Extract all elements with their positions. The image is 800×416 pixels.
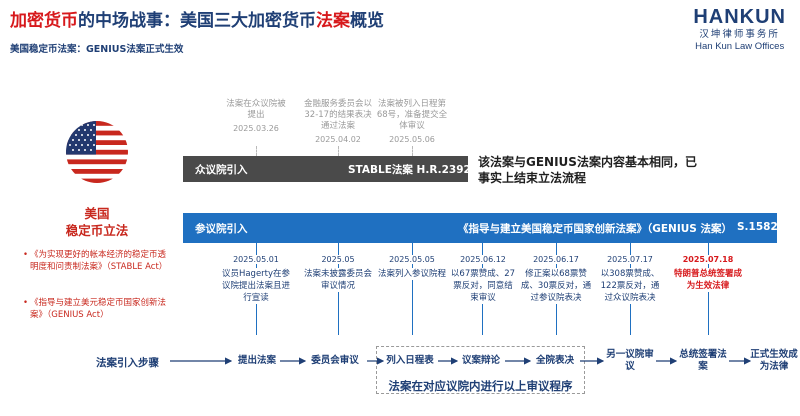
step-effective: 正式生效成为法律 xyxy=(750,349,798,372)
logo-chinese-name: 汉坤律师事务所 xyxy=(699,29,780,40)
senate-event-text: 特朗普总统签署成为生效法律 xyxy=(674,268,743,292)
step-propose: 提出法案 xyxy=(237,355,276,366)
logo-wordmark: HANKUN xyxy=(693,6,786,28)
bullet-icon: • xyxy=(23,298,29,308)
senate-band-number: S.1582 xyxy=(737,221,778,233)
senate-event-date: 2025.05.05 xyxy=(377,255,447,264)
senate-event-date: 2025.07.18 xyxy=(674,255,742,264)
connector-line xyxy=(256,146,257,156)
house-event-date: 2025.03.26 xyxy=(233,124,279,133)
house-band-bill: STABLE法案 H.R.2392 xyxy=(348,164,471,176)
firm-logo: HANKUN 汉坤律师事务所 Han Kun Law Offices xyxy=(693,6,786,53)
house-event-1: 法案在众议院被提出 2025.03.26 xyxy=(226,99,286,133)
senate-event-text: 以308票赞成、122票反对，通过众议院表决 xyxy=(598,268,662,304)
process-title: 法案引入步骤 xyxy=(96,357,159,369)
step-debate: 议案辩论 xyxy=(461,355,500,366)
page-title: 加密货币的中场战事：美国三大加密货币法案概览 xyxy=(10,11,384,31)
logo-english-name: Han Kun Law Offices xyxy=(695,41,785,52)
senate-event-text: 以67票赞成、27票反对，同意结束审议 xyxy=(450,268,516,304)
step-committee: 委员会审议 xyxy=(311,355,359,366)
senate-event-text: 法案未披露委员会审议情况 xyxy=(302,268,374,292)
left-panel-title: 美国 稳定币立法 xyxy=(40,205,154,239)
senate-event-date: 2025.05 xyxy=(302,255,374,264)
house-event-date: 2025.05.06 xyxy=(389,135,435,144)
house-event-2: 金融服务委员会以32-17的结果表决通过法案 2025.04.02 xyxy=(301,99,375,145)
stable-act-note: 该法案与GENIUS法案内容基本相同，已事实上结束立法流程 xyxy=(478,155,697,185)
review-procedure-box xyxy=(376,346,585,394)
house-event-3: 法案被列入日程第68号，准备提交全体审议 2025.05.06 xyxy=(376,99,448,144)
country-label: 美国 xyxy=(84,206,110,221)
house-event-date: 2025.04.02 xyxy=(315,135,361,144)
bill-item-stable: • 《为实现更好的帐本经济的稳定币透明度和问责制法案》（STABLE Act） xyxy=(23,250,168,272)
connector-line xyxy=(412,146,413,156)
senate-band-label: 参议院引入 xyxy=(195,223,248,235)
us-flag-icon xyxy=(66,121,128,183)
topic-label: 稳定币立法 xyxy=(65,223,129,238)
senate-event-text: 议员Hagerty在参议院提出法案且进行宣读 xyxy=(219,268,293,304)
senate-band xyxy=(183,213,777,243)
step-president-sign: 总统签署法案 xyxy=(679,349,727,372)
senate-event-text: 法案列入参议院程 xyxy=(377,268,447,280)
senate-event-date: 2025.05.01 xyxy=(219,255,293,264)
step-floor-vote: 全院表决 xyxy=(535,355,574,366)
review-procedure-caption: 法案在对应议院内进行以上审议程序 xyxy=(388,379,573,393)
timeline-connector xyxy=(412,243,413,335)
step-other-chamber: 另一议院审议 xyxy=(606,349,654,372)
bill-item-genius: • 《指导与建立美元稳定币国家创新法案》（GENIUS Act） xyxy=(23,298,167,320)
connector-line xyxy=(338,146,339,156)
senate-band-bill: 《指导与建立美国稳定币国家创新法案》（GENIUS 法案） xyxy=(458,223,732,235)
bullet-icon: • xyxy=(23,250,29,260)
house-band xyxy=(183,156,468,182)
page-subtitle: 美国稳定币法案：GENIUS法案正式生效 xyxy=(10,44,184,55)
senate-event-text: 修正案以68票赞成、30票反对，通过参议院表决 xyxy=(520,268,592,304)
senate-event-date: 2025.07.17 xyxy=(598,255,662,264)
senate-event-date: 2025.06.17 xyxy=(520,255,592,264)
senate-event-date: 2025.06.12 xyxy=(450,255,516,264)
step-calendar: 列入日程表 xyxy=(386,355,434,366)
house-band-label: 众议院引入 xyxy=(195,164,248,176)
